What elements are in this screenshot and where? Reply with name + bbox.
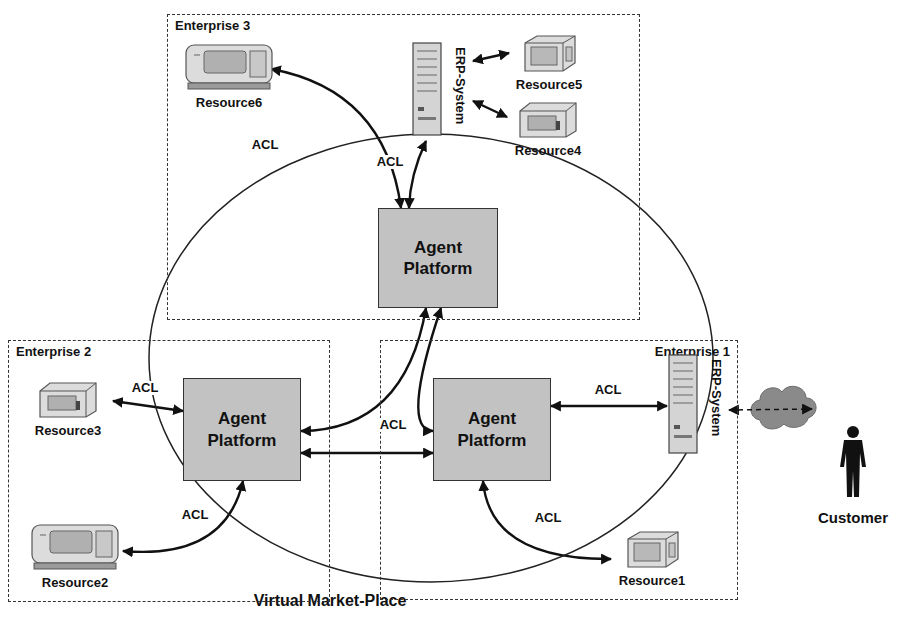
resource-label: Resource1 — [619, 573, 685, 588]
enterprise-box: Enterprise 3 Resource6 ERP-System Resource5… — [167, 14, 640, 320]
acl-connector — [409, 141, 426, 208]
resource-machine: Resource3 — [19, 379, 117, 441]
enterprise-box: Enterprise 1Agent PlatformERP-SystemReso… — [380, 340, 738, 600]
acl-connector — [113, 401, 183, 411]
server-icon — [411, 41, 443, 137]
acl-connector — [123, 481, 243, 552]
acl-connector — [483, 481, 611, 559]
erp-label: ERP-System — [453, 47, 468, 124]
resource-label: Resource2 — [42, 575, 108, 590]
enterprise-title: Enterprise 3 — [175, 18, 250, 33]
acl-connector — [301, 308, 426, 431]
resource-label: Resource3 — [35, 423, 101, 438]
region-title: Virtual Market-Place — [254, 592, 407, 610]
person-icon — [838, 425, 868, 499]
machine-icon — [19, 379, 117, 419]
machine-icon — [509, 33, 589, 73]
platform-title: Agent Platform — [385, 237, 491, 280]
customer-label: Customer — [818, 509, 888, 526]
edge-label: ACL — [250, 138, 281, 152]
platform-title: Agent Platform — [440, 408, 544, 451]
machine-icon — [507, 99, 589, 139]
edge-label: ACL — [378, 418, 409, 432]
edge-label: ACL — [130, 381, 161, 395]
agent-platform-box: Agent Platform — [183, 378, 301, 481]
ellipse-outline — [148, 133, 714, 583]
customer-figure: Customer — [812, 395, 894, 525]
server-icon — [667, 353, 699, 455]
edge-label: ACL — [533, 511, 564, 525]
agent-platform-box: Agent Platform — [433, 378, 551, 481]
erp-label: ERP-System — [709, 359, 724, 436]
enterprise-title: Enterprise 2 — [16, 344, 91, 359]
agent-platform-box: Agent Platform — [378, 208, 498, 308]
edge-label: ACL — [375, 155, 406, 169]
edge-label: ACL — [593, 383, 624, 397]
market-ellipse: Virtual Market-Place — [148, 133, 714, 583]
network-link — [729, 409, 812, 410]
acl-connector — [473, 101, 507, 117]
enterprise-box: Enterprise 2 Resource3 Agent PlatformResou… — [8, 340, 330, 602]
platform-title: Agent Platform — [190, 408, 294, 451]
network-cloud — [751, 386, 816, 429]
acl-connector — [473, 53, 509, 61]
acl-connector — [551, 405, 667, 407]
resource-label: Resource5 — [516, 77, 582, 92]
resource-machine: Resource4 — [507, 99, 589, 161]
machine-icon — [179, 39, 279, 91]
erp-server: ERP-System — [667, 353, 729, 459]
machine-icon — [611, 529, 693, 569]
resource-machine: Resource2 — [25, 519, 125, 589]
erp-server: ERP-System — [411, 41, 473, 141]
resource-machine: Resource5 — [509, 33, 589, 93]
resource-label: Resource6 — [196, 95, 262, 110]
resource-machine: Resource1 — [611, 529, 693, 599]
acl-connector — [271, 69, 401, 208]
edge-label: ACL — [180, 508, 211, 522]
resource-machine: Resource6 — [179, 39, 279, 117]
resource-label: Resource4 — [515, 143, 581, 158]
machine-icon — [25, 519, 125, 571]
acl-connector — [301, 452, 433, 454]
